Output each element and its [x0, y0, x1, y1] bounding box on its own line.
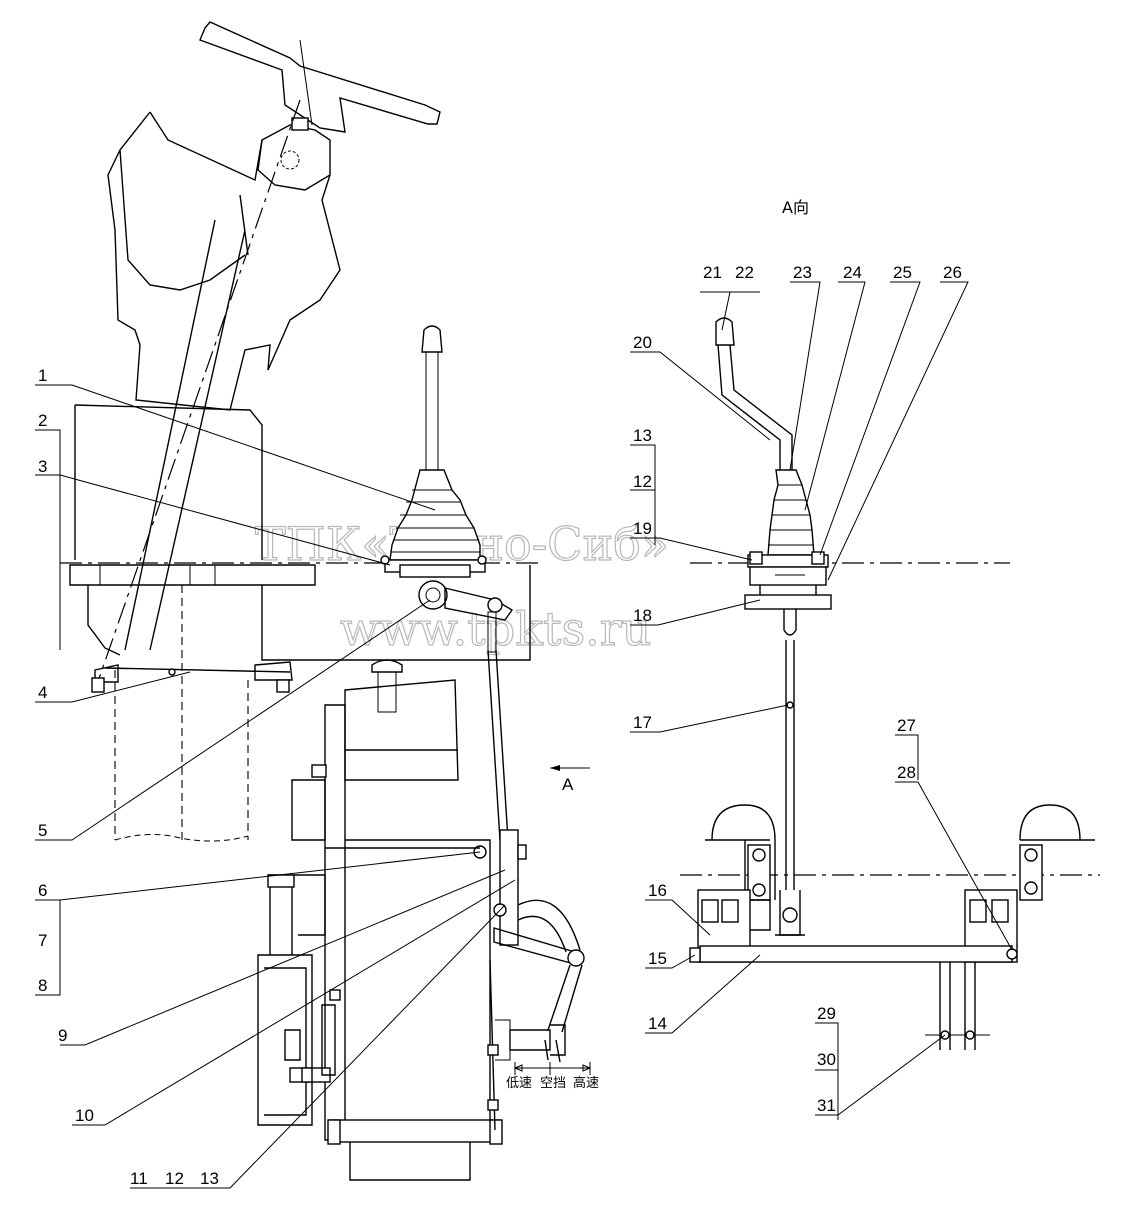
- callout-12-right: 12: [633, 472, 652, 491]
- gear-neutral-label: 空挡: [540, 1076, 566, 1091]
- gear-low-label: 低速: [506, 1076, 532, 1091]
- callout-4: 4: [38, 683, 47, 702]
- callout-24: 24: [843, 263, 862, 282]
- callout-28: 28: [897, 763, 916, 782]
- callout-30: 30: [817, 1050, 836, 1069]
- section-arrow-label: A: [562, 775, 574, 794]
- gear-high-label: 高速: [573, 1075, 599, 1091]
- transmission-body: [91, 659, 592, 1181]
- callout-labels: 1 2 3 4 5 6 7 8 9 10 11 12 13 13 12 19 2…: [38, 263, 962, 1188]
- callout-23: 23: [793, 263, 812, 282]
- callout-31: 31: [817, 1096, 836, 1115]
- callout-19: 19: [633, 519, 652, 538]
- callout-25: 25: [893, 263, 912, 282]
- callout-12: 12: [165, 1169, 184, 1188]
- callout-21: 21: [703, 263, 722, 282]
- callout-20: 20: [633, 333, 652, 352]
- callout-14: 14: [648, 1014, 667, 1033]
- callout-5: 5: [38, 821, 47, 840]
- callout-7: 7: [38, 931, 47, 950]
- callout-13-right: 13: [633, 426, 652, 445]
- callout-18: 18: [633, 606, 652, 625]
- callout-13: 13: [200, 1169, 219, 1188]
- callout-10: 10: [75, 1106, 94, 1125]
- view-a-label: A向: [782, 198, 809, 217]
- section-arrow-a: A: [550, 765, 590, 794]
- callout-16: 16: [648, 881, 667, 900]
- steering-column: [69, 21, 441, 842]
- view-a-lever: [715, 317, 832, 890]
- callout-6: 6: [38, 881, 47, 900]
- callout-15: 15: [648, 949, 667, 968]
- leader-lines: [35, 281, 1013, 1189]
- view-a-shift-mechanism: [680, 804, 1100, 1050]
- callout-underlines: [60, 489, 838, 1071]
- callout-3: 3: [38, 457, 47, 476]
- callout-17: 17: [633, 713, 652, 732]
- callout-22: 22: [735, 263, 754, 282]
- callout-29: 29: [817, 1004, 836, 1023]
- callout-26: 26: [943, 263, 962, 282]
- callout-27: 27: [897, 716, 916, 735]
- callout-11: 11: [130, 1169, 148, 1188]
- callout-9: 9: [58, 1026, 67, 1045]
- callout-1: 1: [38, 366, 47, 385]
- callout-8: 8: [38, 976, 47, 995]
- gear-lever-assembly: [261, 325, 531, 841]
- callout-2: 2: [38, 411, 47, 430]
